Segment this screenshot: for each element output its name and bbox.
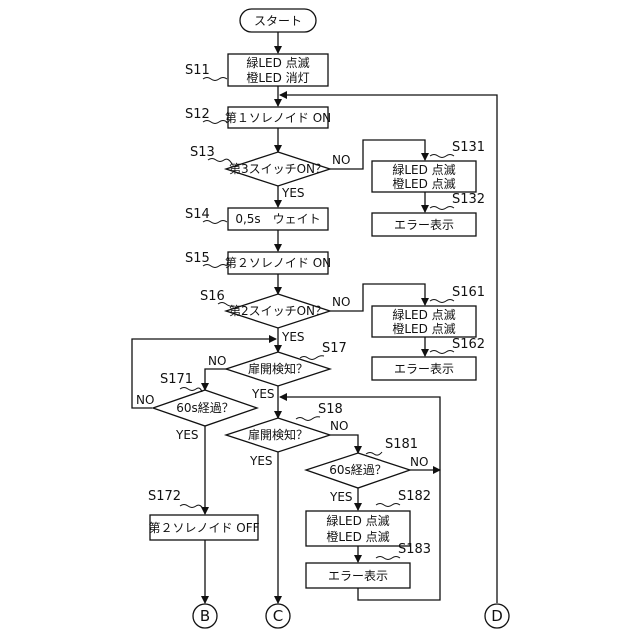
s17-yes-label: YES — [251, 387, 275, 401]
s182-id: S182 — [398, 489, 431, 504]
leader-line — [296, 417, 320, 421]
s16-text: 第2スイッチON？ — [229, 304, 327, 318]
leader-line — [430, 155, 454, 158]
s182-line1: 緑LED 点滅 — [326, 513, 389, 528]
s17-no-label: NO — [208, 354, 226, 368]
s15-id: S15 — [185, 251, 210, 266]
s172-text: 第２ソレノイド OFF — [148, 521, 259, 535]
leader-line — [430, 300, 454, 303]
s131-id: S131 — [452, 140, 485, 155]
s11-id: S11 — [185, 63, 210, 78]
leader-line — [203, 121, 227, 124]
leader-line — [203, 78, 227, 81]
s171-no-label: NO — [136, 393, 154, 407]
leader-line — [376, 557, 400, 560]
s171-yes-label: YES — [175, 428, 199, 442]
s181-text: 60s経過？ — [329, 463, 387, 477]
leader-line — [203, 221, 227, 224]
leader-line — [203, 265, 227, 268]
s131-line1: 緑LED 点滅 — [392, 162, 455, 177]
s11-line1: 緑LED 点滅 — [246, 55, 309, 70]
s13-text: 第3スイッチON？ — [229, 162, 327, 176]
s15-text: 第２ソレノイド ON — [225, 256, 331, 270]
s18-id: S18 — [318, 402, 343, 417]
s16-yes-label: YES — [281, 330, 305, 344]
s16-id: S16 — [200, 289, 225, 304]
s161-line2: 橙LED 点滅 — [392, 321, 455, 336]
s17-text: 扉開検知？ — [248, 362, 308, 376]
s181-no-label: NO — [410, 455, 428, 469]
s18-no-label: NO — [330, 419, 348, 433]
leader-line — [300, 356, 324, 360]
s162-text: エラー表示 — [394, 362, 454, 376]
flow-line — [205, 369, 228, 390]
s18-yes-label: YES — [249, 454, 273, 468]
s13-yes-label: YES — [281, 186, 305, 200]
s18-text: 扉開検知？ — [248, 428, 308, 442]
s161-line1: 緑LED 点滅 — [392, 307, 455, 322]
s183-text: エラー表示 — [328, 569, 388, 583]
s12-id: S12 — [185, 107, 210, 122]
s162-id: S162 — [452, 337, 485, 352]
s161-id: S161 — [452, 285, 485, 300]
s181-id: S181 — [385, 437, 418, 452]
flow-line — [330, 435, 358, 453]
leader-line — [430, 207, 454, 210]
s16-no-label: NO — [332, 295, 350, 309]
connector-b-label: B — [200, 607, 210, 625]
s181-yes-label: YES — [329, 490, 353, 504]
s171-text: 60s経過？ — [176, 401, 234, 415]
leader-line — [376, 504, 400, 507]
leader-line — [366, 452, 382, 455]
s14-id: S14 — [185, 207, 210, 222]
leader-line — [430, 351, 454, 354]
s132-text: エラー表示 — [394, 218, 454, 232]
s13-no-label: NO — [332, 153, 350, 167]
s13-id: S13 — [190, 145, 215, 160]
s182-line2: 橙LED 点滅 — [326, 529, 389, 544]
s12-text: 第１ソレノイド ON — [225, 111, 331, 125]
leader-line — [180, 388, 202, 393]
connector-c-label: C — [273, 607, 283, 625]
connector-d-label: D — [491, 607, 503, 625]
s17-id: S17 — [322, 341, 347, 356]
start-label: スタート — [254, 14, 302, 28]
s183-id: S183 — [398, 542, 431, 557]
s172-id: S172 — [148, 489, 181, 504]
s171-id: S171 — [160, 372, 193, 387]
s14-text: 0,5s ウェイト — [235, 212, 320, 226]
s132-id: S132 — [452, 192, 485, 207]
leader-line — [180, 505, 204, 511]
s131-line2: 橙LED 点滅 — [392, 176, 455, 191]
s11-line2: 橙LED 消灯 — [246, 70, 309, 85]
